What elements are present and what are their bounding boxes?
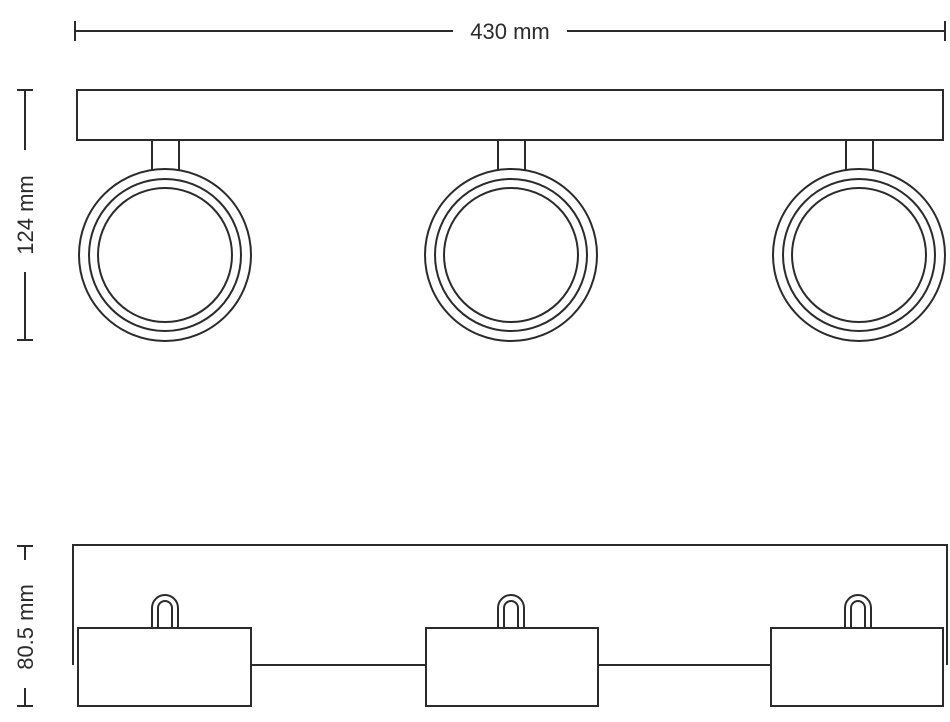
spot-head-body	[77, 627, 252, 707]
spotlight-lens	[443, 187, 579, 323]
spotlight-middle-ring	[434, 178, 588, 332]
swivel-joint-outer	[151, 594, 179, 628]
spotlight-lens	[97, 187, 233, 323]
swivel-joint-outer	[497, 594, 525, 628]
mounting-plate-side	[72, 544, 948, 665]
width-dim-label: 430 mm	[470, 19, 549, 44]
spotlight-side-1	[77, 594, 252, 707]
swivel-joint-inner	[850, 600, 866, 628]
spotlight-middle-ring	[782, 178, 936, 332]
swivel-joint-inner	[157, 600, 173, 628]
swivel-joint-inner	[503, 600, 519, 628]
mounting-bar-front	[76, 89, 944, 141]
front-height-dimension: 124 mm	[13, 89, 38, 341]
front-height-label: 124 mm	[13, 175, 38, 254]
spotlight-front-3	[772, 139, 946, 342]
width-dimension: 430 mm	[74, 19, 946, 44]
swivel-joint-outer	[844, 594, 872, 628]
spotlight-front-1	[78, 139, 252, 342]
front-view	[76, 89, 946, 342]
spotlight-front-2	[424, 139, 598, 342]
side-height-label: 80.5 mm	[13, 584, 38, 670]
side-height-dimension: 80.5 mm	[13, 545, 38, 707]
spotlight-middle-ring	[88, 178, 242, 332]
spot-head-body	[425, 627, 599, 707]
spotlight-lens	[791, 187, 927, 323]
spotlight-outer-ring	[772, 168, 946, 342]
spotlight-side-2	[425, 594, 599, 707]
spotlight-side-3	[770, 594, 944, 707]
spotlight-outer-ring	[424, 168, 598, 342]
side-view	[72, 544, 948, 707]
spotlight-outer-ring	[78, 168, 252, 342]
spot-head-body	[770, 627, 944, 707]
